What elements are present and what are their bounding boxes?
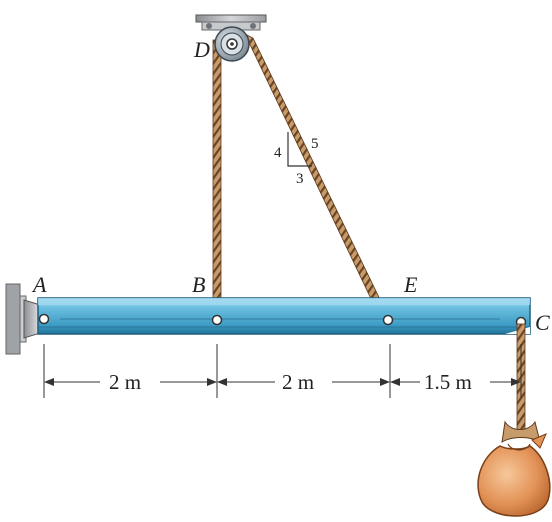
dimension-label-AB: 2 m: [109, 370, 141, 394]
pin-B: [211, 314, 223, 326]
dimension-extension-lines: [43, 344, 522, 398]
label-E: E: [403, 272, 418, 297]
dimension-E-C: 1.5 m: [390, 370, 521, 394]
bag: [477, 433, 551, 517]
rope-DE: [244, 33, 392, 325]
label-D: D: [193, 37, 210, 62]
label-C: C: [535, 310, 550, 335]
dimension-B-E: 2 m: [217, 370, 390, 394]
slope-horizontal-label: 3: [296, 171, 304, 187]
pulley-D: [214, 26, 250, 62]
dimension-A-B: 2 m: [44, 370, 217, 394]
pin-A: [38, 313, 50, 325]
rope-DB: [212, 39, 222, 323]
slope-hypotenuse-label: 5: [311, 136, 319, 152]
label-A: A: [31, 272, 47, 297]
dimension-label-BE: 2 m: [282, 370, 314, 394]
dimension-label-EC: 1.5 m: [424, 370, 472, 394]
slope-vertical-label: 4: [274, 145, 282, 161]
label-B: B: [192, 272, 205, 297]
beam: [37, 297, 531, 335]
slope-triangle: 4 3 5: [274, 132, 319, 187]
pin-E: [382, 314, 394, 326]
